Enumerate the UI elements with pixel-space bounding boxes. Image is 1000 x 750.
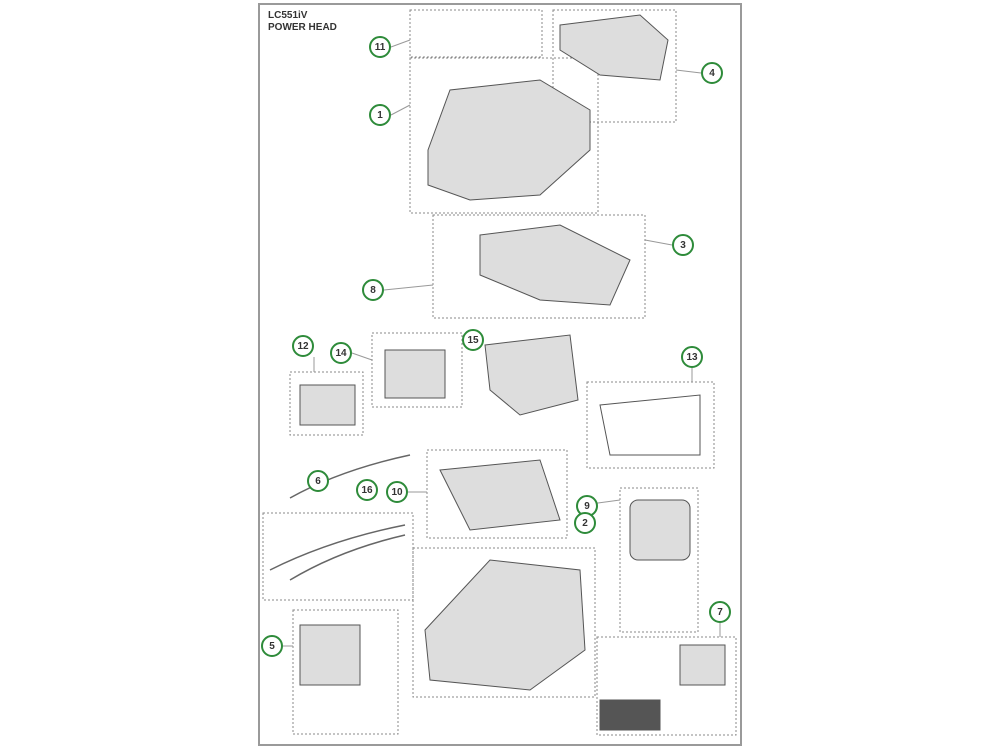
model-title: LC551iV	[268, 10, 308, 21]
group-box-10	[426, 449, 568, 539]
group-box-7	[596, 636, 737, 736]
chassis-frame-part	[479, 224, 631, 306]
motor-part	[629, 499, 691, 561]
callout-12[interactable]: 12	[292, 335, 314, 357]
callout-6[interactable]: 6	[307, 470, 329, 492]
callout-11[interactable]: 11	[369, 36, 391, 58]
group-box-9	[619, 487, 699, 633]
callout-10[interactable]: 10	[386, 481, 408, 503]
callout-7[interactable]: 7	[709, 601, 731, 623]
vent-grille-part	[679, 644, 726, 686]
group-box-2	[412, 547, 596, 698]
housing-part	[484, 334, 579, 416]
group-box-11	[409, 9, 543, 58]
cable-6-part	[289, 454, 411, 499]
harness-bracket-part	[299, 384, 356, 426]
callout-16[interactable]: 16	[356, 479, 378, 501]
callout-13[interactable]: 13	[681, 346, 703, 368]
group-box-13	[586, 381, 715, 469]
group-box-4	[552, 9, 677, 123]
callout-4[interactable]: 4	[701, 62, 723, 84]
wire-harness-13-part	[599, 394, 701, 456]
callout-1[interactable]: 1	[369, 104, 391, 126]
callout-14[interactable]: 14	[330, 342, 352, 364]
callout-15[interactable]: 15	[462, 329, 484, 351]
filter-part	[599, 699, 661, 731]
group-box-1	[409, 57, 599, 214]
top-cover-part	[427, 79, 591, 201]
diagram-frame	[258, 3, 742, 746]
display-lid-part	[559, 14, 669, 81]
controller-part	[299, 624, 361, 686]
callout-5[interactable]: 5	[261, 635, 283, 657]
callout-2[interactable]: 2	[574, 512, 596, 534]
section-title: POWER HEAD	[268, 22, 337, 33]
motor-mount-part	[439, 459, 561, 531]
base-housing-part	[424, 559, 586, 691]
group-box-3	[432, 214, 646, 319]
callout-3[interactable]: 3	[672, 234, 694, 256]
cable-16-part	[269, 524, 406, 581]
group-box-14	[371, 332, 463, 408]
group-box-12	[289, 371, 364, 436]
fan-part	[384, 349, 446, 399]
callout-8[interactable]: 8	[362, 279, 384, 301]
group-box-5	[292, 609, 399, 735]
